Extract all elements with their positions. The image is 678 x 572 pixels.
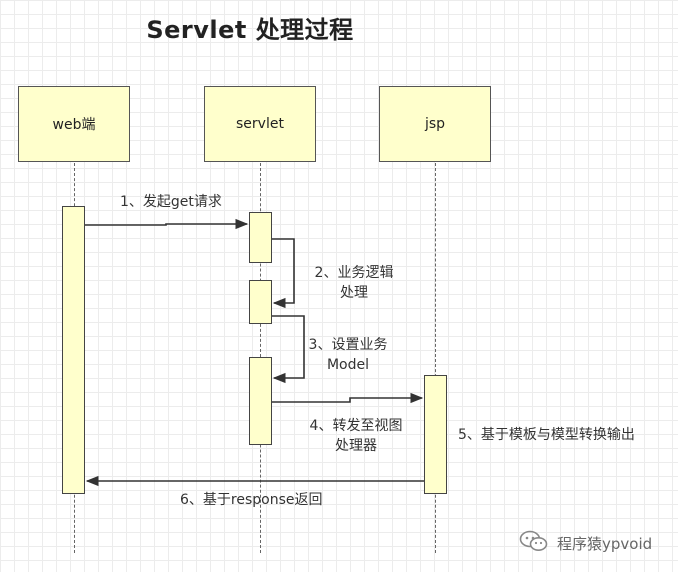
message-2-label: 2、业务逻辑 处理 — [306, 263, 402, 303]
wechat-icon — [519, 530, 549, 556]
arrow-business-logic — [272, 238, 295, 309]
participant-web-label: web端 — [52, 117, 96, 133]
activation-servlet-1 — [249, 212, 272, 263]
message-3-line-1: 3、设置业务 — [308, 337, 388, 353]
participant-jsp: jsp — [379, 86, 491, 162]
message-3-line-2: Model — [326, 357, 370, 373]
activation-web — [62, 206, 85, 494]
arrow-set-model — [272, 315, 305, 384]
watermark-text: 程序猿ypvoid — [557, 534, 653, 553]
message-2-line-1: 2、业务逻辑 — [314, 265, 394, 281]
arrow-forward — [272, 392, 424, 404]
message-4-label: 4、转发至视图 处理器 — [300, 416, 412, 456]
message-4-line-1: 4、转发至视图 — [309, 418, 403, 434]
message-4-line-2: 处理器 — [335, 438, 377, 454]
participant-servlet-label: servlet — [236, 116, 284, 132]
watermark: 程序猿ypvoid — [519, 530, 652, 556]
lifeline-jsp — [435, 163, 436, 553]
message-6-label: 6、基于response返回 — [180, 492, 323, 508]
participant-web: web端 — [18, 86, 130, 162]
message-2-line-2: 处理 — [340, 285, 368, 301]
participant-servlet: servlet — [204, 86, 316, 162]
activation-servlet-3 — [249, 357, 272, 445]
message-5-label: 5、基于模板与模型转换输出 — [458, 427, 635, 443]
arrow-request — [85, 218, 249, 230]
activation-jsp — [424, 375, 447, 494]
message-1-label: 1、发起get请求 — [120, 194, 222, 210]
activation-servlet-2 — [249, 280, 272, 324]
participant-jsp-label: jsp — [424, 116, 446, 132]
message-3-label: 3、设置业务 Model — [300, 335, 396, 375]
diagram-title: Servlet 处理过程 — [146, 16, 354, 44]
